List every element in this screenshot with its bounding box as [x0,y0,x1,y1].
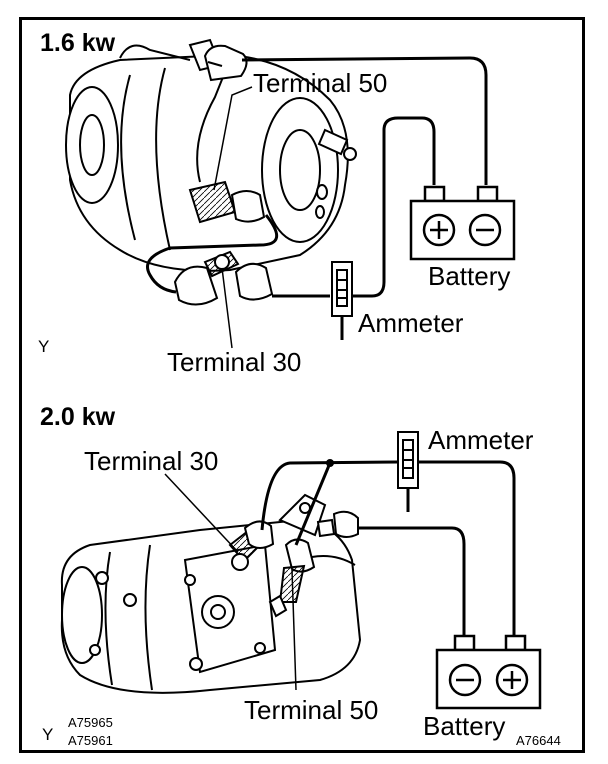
terminal-30-connector-2 [228,520,275,571]
battery-2 [435,634,542,710]
section-2-heading: 2.0 kw [40,403,116,431]
battery-1 [409,185,516,261]
terminal-30-label-1: Terminal 30 [167,347,301,377]
section-1-mark: Y [38,337,49,356]
starter-motor-2 [60,493,362,694]
battery-label-2: Battery [423,711,505,741]
leaders-1 [213,86,253,349]
wire-junction-2 [326,459,334,467]
ammeter-1 [331,261,353,317]
battery-label-1: Battery [428,261,510,291]
ammeter-2 [397,431,419,489]
ref-code-1: A75965 [68,715,113,730]
terminal-50-label-1: Terminal 50 [253,68,387,98]
wires-2 [260,460,516,636]
battery-lead-connector-2 [316,510,359,538]
terminal-50-connector-2 [268,538,316,618]
terminal-30-label-2: Terminal 30 [84,446,218,476]
ammeter-label-2: Ammeter [428,425,534,455]
ref-code-3: A76644 [516,733,561,748]
terminal-30-connector-1 [173,250,274,306]
leaders-2 [164,473,297,691]
section-1: 1.6 kw [38,29,516,377]
ref-code-2: A75961 [68,733,113,748]
section-2: 2.0 kw [40,403,542,744]
wires-1 [146,56,488,340]
terminal-50-label-2: Terminal 50 [244,695,378,725]
section-2-mark: Y [42,725,53,744]
section-1-heading: 1.6 kw [40,29,116,57]
terminal-50-connector-1 [188,44,266,224]
ammeter-label-1: Ammeter [358,308,464,338]
starter-motor-1 [65,38,357,272]
